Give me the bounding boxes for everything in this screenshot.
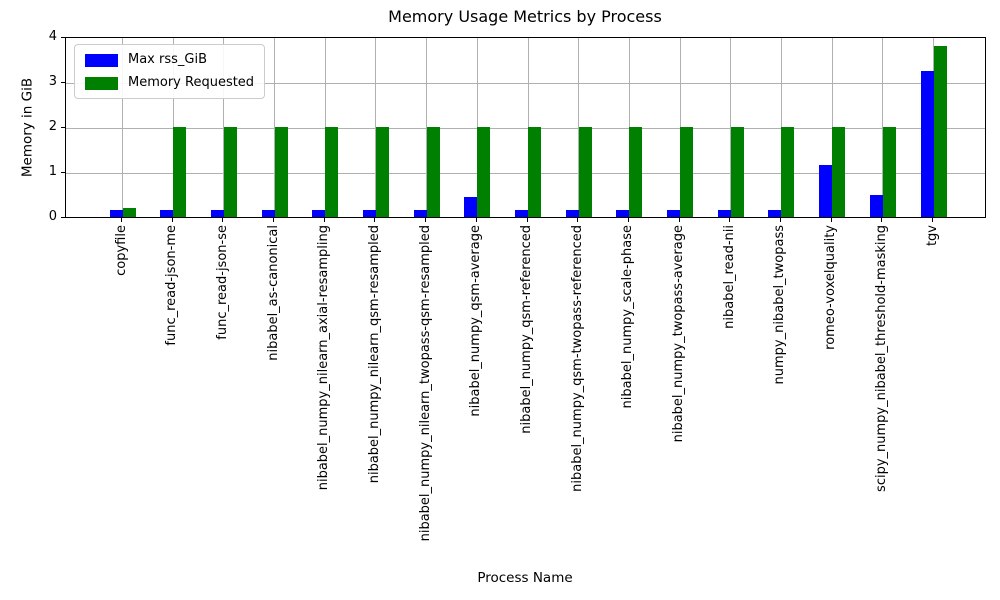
x-tick-mark: [881, 218, 883, 222]
y-tick-mark: [61, 171, 65, 173]
legend-label-memory-requested: Memory Requested: [128, 75, 255, 90]
x-tick-label-nibabel-numpy-scale-phase: nibabel_numpy_scale-phase: [620, 225, 636, 409]
bar-max-rss-gib-romeo-voxelquality: [819, 165, 833, 217]
bar-memory-requested-scipy-numpy-nibabel-threshold-masking: [882, 127, 896, 217]
bar-max-rss-gib-nibabel-numpy-qsm-referenced: [515, 209, 529, 217]
bar-memory-requested-copyfile: [122, 208, 136, 217]
x-tick-label-scipy-numpy-nibabel-threshold-masking: scipy_numpy_nibabel_threshold-masking: [873, 225, 889, 492]
bar-memory-requested-nibabel-numpy-scale-phase: [629, 127, 643, 217]
y-tick-label: 1: [48, 164, 57, 179]
x-tick-label-nibabel-numpy-nilearn-twopass-qsm-resampled: nibabel_numpy_nilearn_twopass-qsm-resamp…: [417, 225, 433, 542]
x-tick-label-nibabel-read-nii: nibabel_read-nii: [721, 225, 737, 329]
x-tick-label-tgv: tgv: [924, 225, 940, 247]
x-tick-mark: [627, 218, 629, 222]
bar-max-rss-gib-nibabel-numpy-qsm-twopass-referenced: [565, 209, 579, 217]
x-tick-label-nibabel-numpy-qsm-twopass-referenced: nibabel_numpy_qsm-twopass-referenced: [569, 225, 585, 492]
bar-memory-requested-nibabel-numpy-nilearn-twopass-qsm-resampled: [426, 127, 440, 217]
bar-memory-requested-nibabel-as-canonical: [274, 127, 288, 217]
h-gridline: [66, 127, 985, 129]
y-tick-mark: [61, 36, 65, 38]
legend-label-max-rss: Max rss_GiB: [128, 52, 208, 67]
bar-memory-requested-tgv: [933, 46, 947, 217]
x-tick-mark: [932, 218, 934, 222]
x-tick-mark: [425, 218, 427, 222]
x-tick-label-nibabel-numpy-qsm-average: nibabel_numpy_qsm-average: [468, 225, 484, 417]
legend-item-max-rss: Max rss_GiB: [85, 52, 254, 68]
bar-max-rss-gib-copyfile: [109, 209, 123, 217]
bar-memory-requested-nibabel-numpy-twopass-average: [680, 127, 694, 217]
bar-max-rss-gib-tgv: [920, 70, 934, 217]
bar-memory-requested-func-read-json-se: [223, 127, 237, 217]
bar-memory-requested-romeo-voxelquality: [832, 127, 846, 217]
v-gridline: [122, 38, 123, 217]
bar-max-rss-gib-nibabel-numpy-nilearn-qsm-resampled: [362, 209, 376, 217]
bar-max-rss-gib-nibabel-numpy-nilearn-axial-resampling: [312, 209, 326, 217]
x-tick-mark: [374, 218, 376, 222]
plot-area: Max rss_GiB Memory Requested: [65, 37, 986, 218]
bar-max-rss-gib-nibabel-as-canonical: [261, 209, 275, 217]
x-tick-mark: [830, 218, 832, 222]
y-tick-mark: [61, 216, 65, 218]
x-tick-mark: [273, 218, 275, 222]
legend-item-memory-requested: Memory Requested: [85, 75, 254, 91]
legend-swatch-max-rss: [85, 53, 118, 67]
bar-memory-requested-nibabel-read-nii: [730, 127, 744, 217]
x-tick-mark: [323, 218, 325, 222]
x-tick-label-nibabel-numpy-nilearn-axial-resampling: nibabel_numpy_nilearn_axial-resampling: [316, 225, 332, 491]
y-tick-mark: [61, 81, 65, 83]
x-axis-label: Process Name: [477, 570, 573, 586]
x-tick-label-func-read-json-me: func_read-json-me: [164, 225, 180, 346]
x-tick-label-copyfile: copyfile: [113, 225, 129, 276]
x-tick-mark: [729, 218, 731, 222]
y-tick-label: 2: [48, 119, 57, 134]
y-tick-label: 4: [48, 29, 57, 44]
x-tick-label-nibabel-numpy-twopass-average: nibabel_numpy_twopass-average: [671, 225, 687, 443]
x-tick-label-func-read-json-se: func_read-json-se: [214, 225, 230, 340]
legend: Max rss_GiB Memory Requested: [74, 44, 266, 99]
h-gridline: [66, 82, 985, 84]
bar-max-rss-gib-scipy-numpy-nibabel-threshold-masking: [869, 195, 883, 217]
bar-memory-requested-nibabel-numpy-qsm-referenced: [528, 127, 542, 217]
bar-max-rss-gib-numpy-nibabel-twopass: [768, 209, 782, 217]
x-tick-label-numpy-nibabel-twopass: numpy_nibabel_twopass: [772, 225, 788, 385]
x-tick-label-romeo-voxelquality: romeo-voxelquality: [823, 225, 839, 350]
chart-title: Memory Usage Metrics by Process: [388, 7, 662, 26]
bar-max-rss-gib-nibabel-numpy-nilearn-twopass-qsm-resampled: [413, 209, 427, 217]
x-tick-label-nibabel-numpy-nilearn-qsm-resampled: nibabel_numpy_nilearn_qsm-resampled: [366, 225, 382, 484]
legend-swatch-memory-requested: [85, 76, 118, 90]
bar-memory-requested-numpy-nibabel-twopass: [781, 127, 795, 217]
x-tick-label-nibabel-numpy-qsm-referenced: nibabel_numpy_qsm-referenced: [519, 225, 535, 434]
x-tick-mark: [678, 218, 680, 222]
bar-memory-requested-nibabel-numpy-qsm-average: [477, 127, 491, 217]
bar-max-rss-gib-nibabel-read-nii: [717, 209, 731, 217]
x-tick-mark: [577, 218, 579, 222]
bar-max-rss-gib-nibabel-numpy-qsm-average: [464, 196, 478, 217]
bar-memory-requested-nibabel-numpy-nilearn-axial-resampling: [325, 127, 339, 217]
bar-memory-requested-nibabel-numpy-qsm-twopass-referenced: [578, 127, 592, 217]
bar-max-rss-gib-func-read-json-se: [210, 209, 224, 217]
bar-max-rss-gib-func-read-json-me: [160, 209, 174, 217]
y-tick-label: 0: [48, 209, 57, 224]
bar-max-rss-gib-nibabel-numpy-twopass-average: [667, 209, 681, 217]
bar-max-rss-gib-nibabel-numpy-scale-phase: [616, 209, 630, 217]
x-tick-mark: [121, 218, 122, 222]
x-tick-label-nibabel-as-canonical: nibabel_as-canonical: [265, 225, 281, 361]
x-tick-mark: [779, 218, 781, 222]
bar-memory-requested-func-read-json-me: [173, 127, 187, 217]
x-tick-mark: [222, 218, 224, 222]
x-tick-mark: [171, 218, 173, 222]
y-tick-label: 3: [48, 74, 57, 89]
x-tick-mark: [526, 218, 528, 222]
y-tick-mark: [61, 126, 65, 128]
x-tick-mark: [475, 218, 477, 222]
bar-memory-requested-nibabel-numpy-nilearn-qsm-resampled: [375, 127, 389, 217]
h-gridline: [66, 172, 985, 174]
